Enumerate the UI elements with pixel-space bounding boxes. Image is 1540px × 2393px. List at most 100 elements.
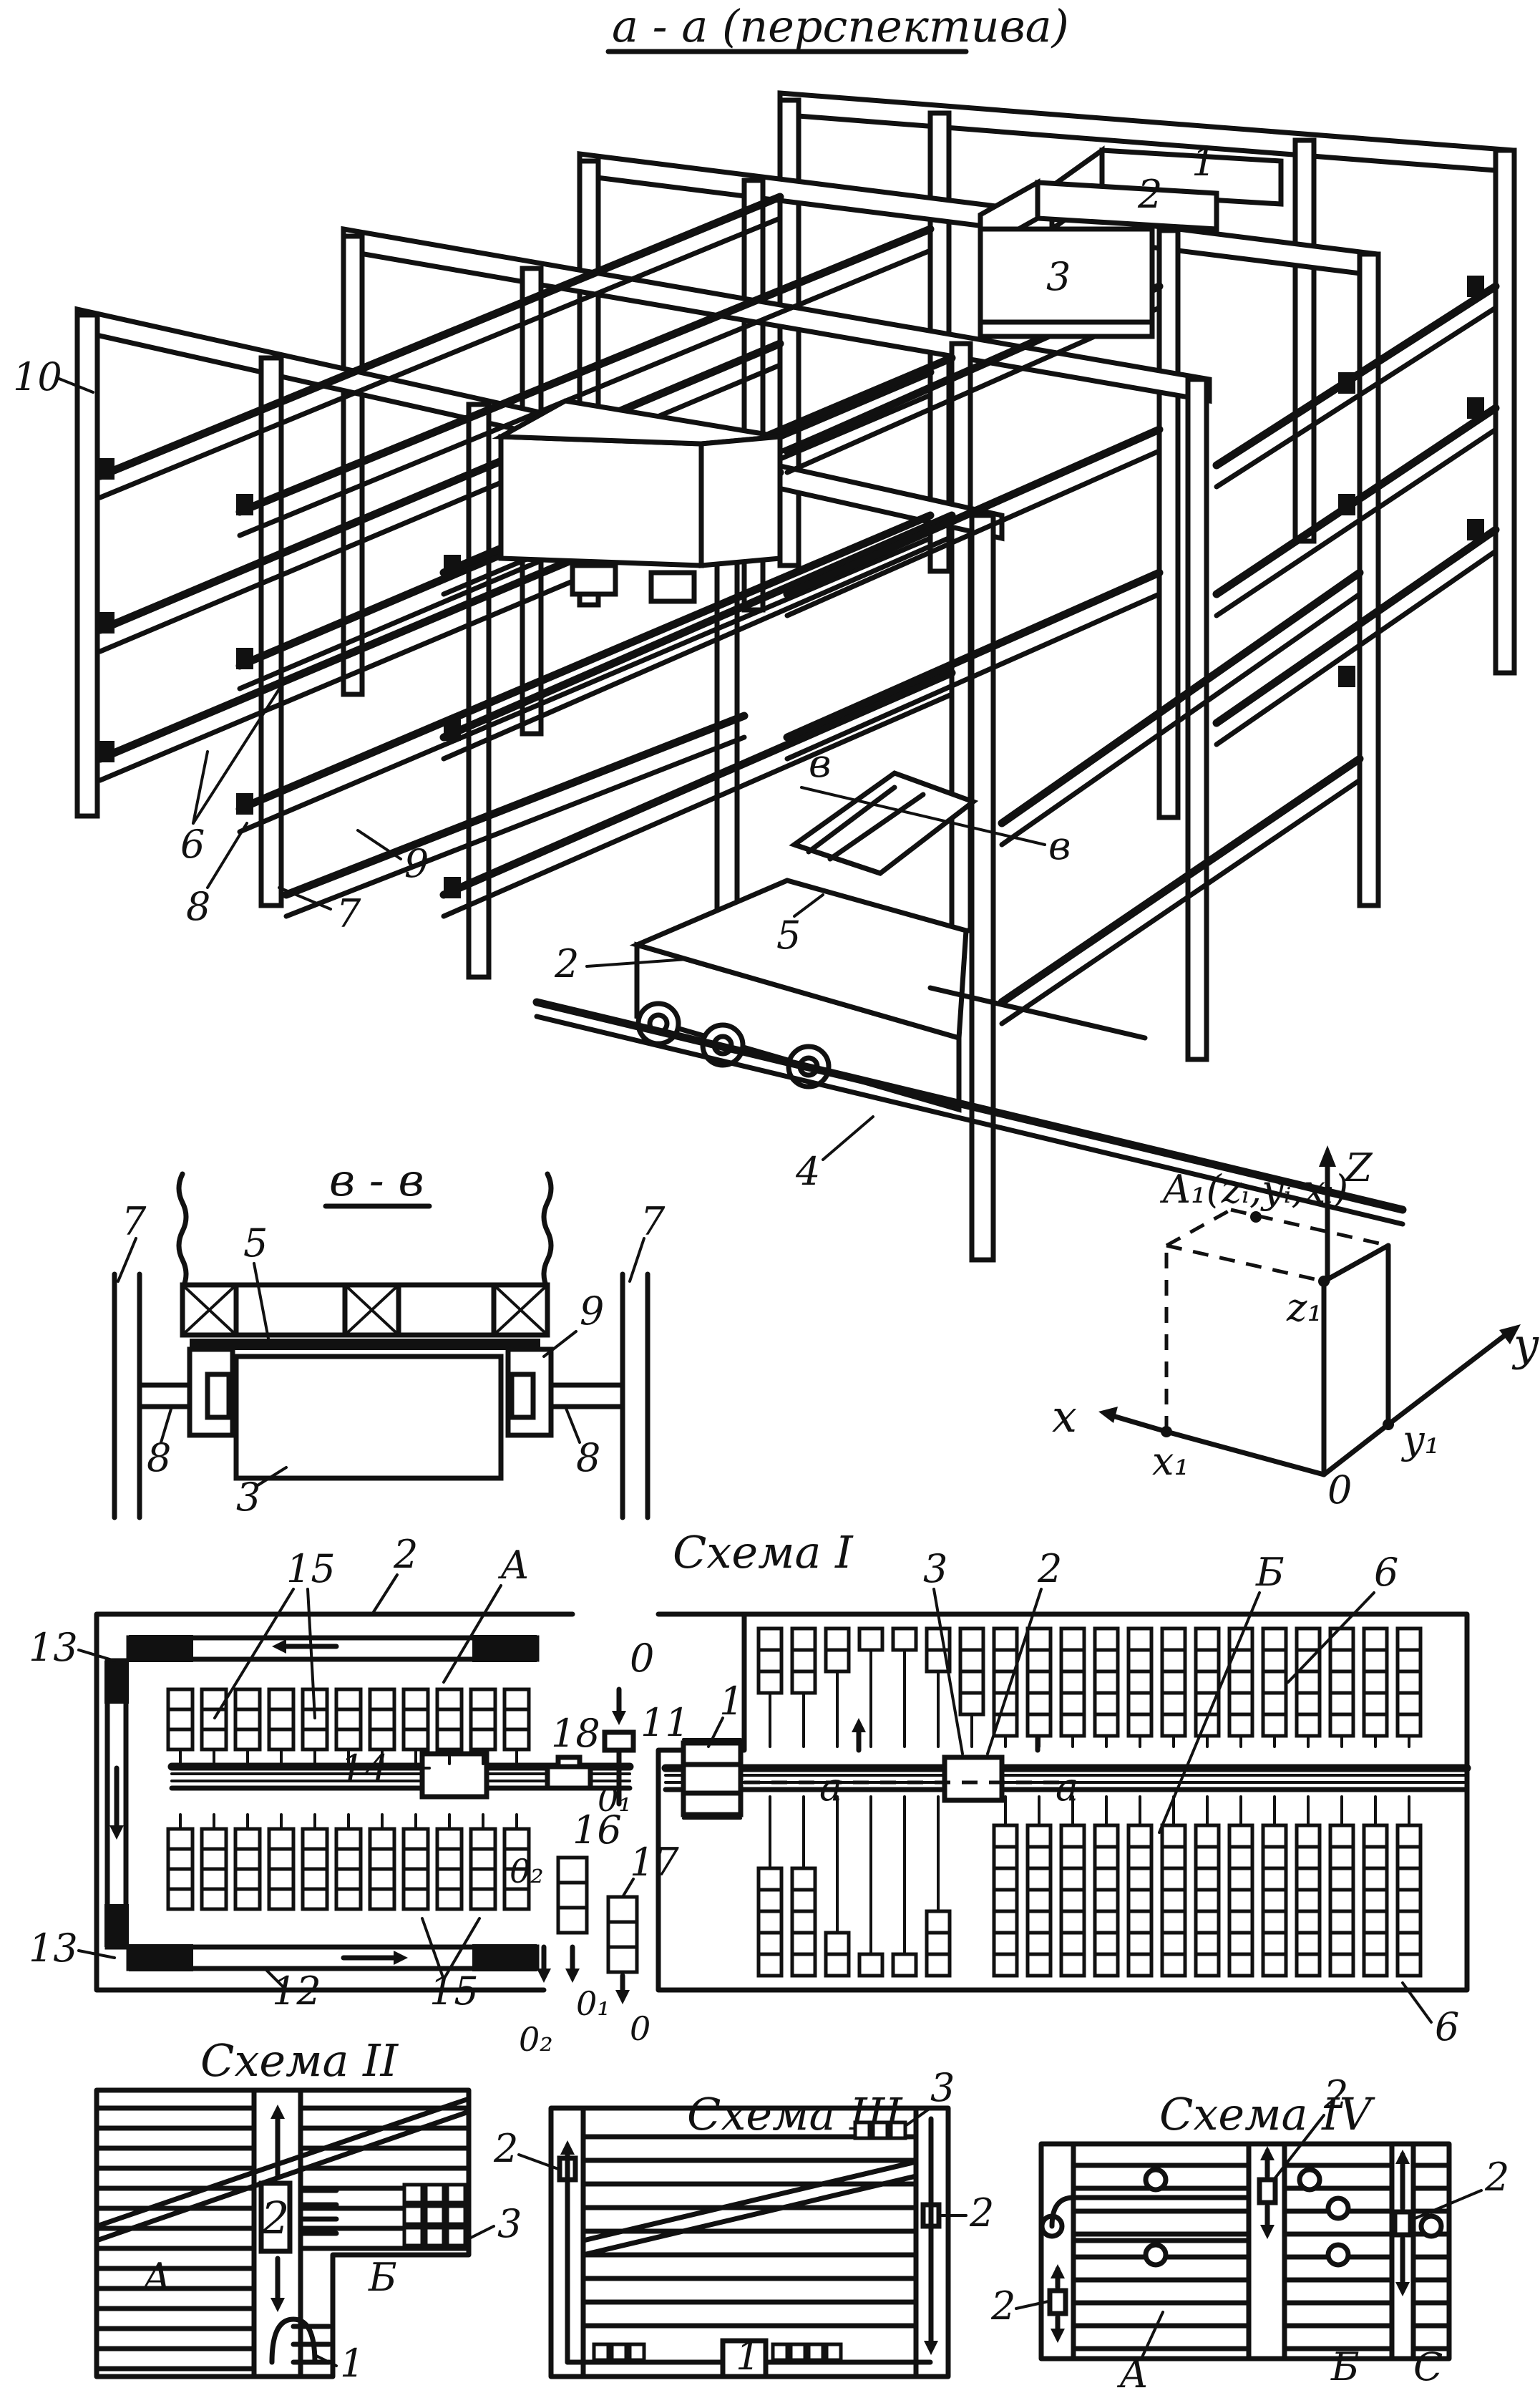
scheme-1-left	[94, 1611, 639, 2004]
coordinate-axes: A₁(zᵢ,yᵢ,xᵢ) Z y x z₁ y₁ x₁ 0	[1052, 1145, 1539, 1513]
s1-label-14: 14	[340, 1747, 389, 1792]
s3-label-3: 3	[930, 2065, 955, 2110]
cell-stack	[334, 1813, 363, 1911]
label-1: 1	[1191, 140, 1216, 185]
scheme-2-title: Схема II	[200, 2034, 399, 2087]
section-label-7-left: 7	[122, 1199, 147, 1244]
cell-stack	[992, 1795, 1019, 1978]
cell-stack	[301, 1813, 329, 1911]
s4-label-C: C	[1413, 2344, 1443, 2389]
s1-label-02-bottom: 0₂	[519, 2020, 553, 2059]
cell-stack	[1194, 1626, 1221, 1748]
cell-stack	[1362, 1795, 1389, 1978]
cell-stack	[166, 1687, 195, 1765]
s1-label-02-mid: 0₂	[510, 1852, 544, 1890]
s1-label-15-top: 15	[286, 1546, 336, 1591]
label-9: 9	[404, 841, 429, 886]
cell-stack	[756, 1626, 784, 1748]
s2-label-A: A	[140, 2255, 171, 2300]
cell-stack	[790, 1626, 817, 1748]
s2-label-B: Б	[368, 2255, 397, 2300]
axis-y-label: y	[1511, 1319, 1539, 1371]
cell-stack	[401, 1813, 430, 1911]
cell-stack	[1295, 1626, 1322, 1748]
cell-stack	[469, 1687, 497, 1765]
s1-label-2-top: 2	[393, 1532, 418, 1577]
scheme-4-title: Схема IV	[1159, 2088, 1376, 2140]
cell-stack	[267, 1687, 296, 1765]
s1-label-1: 1	[719, 1679, 744, 1724]
scheme-2-drawing	[94, 2087, 472, 2379]
s1-label-A: A	[497, 1543, 529, 1588]
scheme-1-labels: 15 2 A 13 13 0 18 11 1 14 16 0₁ 0₂ 17 12…	[29, 1532, 1459, 2059]
scheme-1-title: Схема I	[673, 1526, 854, 1578]
s1-label-13-bottom: 13	[29, 1926, 78, 1971]
s1-label-16: 16	[572, 1807, 622, 1853]
section-bb-title: в - в	[329, 1154, 424, 1206]
cell-stack	[891, 1626, 918, 1748]
cell-stack	[891, 1795, 918, 1978]
cell-stack	[368, 1813, 396, 1911]
section-label-7-right: 7	[640, 1199, 666, 1244]
cell-stack	[1160, 1795, 1187, 1978]
cell-stack	[435, 1813, 464, 1911]
load-box-mid	[492, 398, 783, 604]
cell-stack	[502, 1687, 531, 1765]
scheme-1-right-top-stacks	[756, 1626, 1423, 1748]
cell-stack	[435, 1687, 464, 1765]
label-3-top: 3	[1046, 254, 1071, 299]
cell-stack	[267, 1813, 296, 1911]
cell-stack	[1093, 1626, 1120, 1748]
label-2-cart: 2	[554, 941, 579, 986]
section-label-3: 3	[236, 1475, 260, 1520]
scheme-3-drawing	[548, 2105, 951, 2379]
scheme-1-left-bottom-stacks	[166, 1813, 531, 1911]
cell-stack	[166, 1813, 195, 1911]
cell-stack	[1059, 1795, 1086, 1978]
s1-label-13-top: 13	[29, 1625, 78, 1670]
s4-label-2-left: 2	[990, 2283, 1015, 2329]
label-8: 8	[186, 884, 210, 929]
cell-stack	[1160, 1626, 1187, 1748]
cell-stack	[1295, 1795, 1322, 1978]
cell-stack	[925, 1795, 952, 1978]
cell-stack	[1227, 1795, 1254, 1978]
axis-z-label: Z	[1344, 1145, 1373, 1190]
s3-label-1: 1	[736, 2334, 760, 2379]
scheme-1-right	[656, 1611, 1471, 1993]
cell-stack	[925, 1626, 952, 1748]
label-7: 7	[336, 891, 361, 936]
cell-stack	[992, 1626, 1019, 1748]
section-bb-labels: 7 7 5 9 8 8 3	[117, 1199, 666, 1520]
s1-label-11: 11	[640, 1700, 690, 1745]
cell-stack	[1126, 1795, 1154, 1978]
s1-label-17: 17	[630, 1840, 679, 1885]
label-2-top: 2	[1137, 172, 1162, 217]
cell-stack	[1328, 1626, 1355, 1748]
axis-x-label: x	[1052, 1390, 1077, 1442]
s4-label-B: Б	[1330, 2344, 1360, 2389]
cell-stack	[1261, 1795, 1288, 1978]
s1-label-3: 3	[923, 1546, 947, 1591]
cell-stack	[1126, 1626, 1154, 1748]
section-label-5: 5	[243, 1220, 268, 1266]
s1-label-a-right: a	[1056, 1765, 1078, 1810]
label-4: 4	[795, 1149, 820, 1194]
label-b-right: в	[1048, 823, 1071, 868]
cell-stack	[233, 1687, 262, 1765]
cell-stack	[233, 1813, 262, 1911]
s2-label-1: 1	[340, 2341, 364, 2386]
section-bb-drawing	[112, 1171, 650, 1520]
cell-stack	[1194, 1795, 1221, 1978]
cell-stack	[958, 1626, 985, 1748]
s1-label-6-top: 6	[1374, 1550, 1398, 1595]
label-10: 10	[13, 354, 62, 399]
cell-stack	[1059, 1626, 1086, 1748]
s1-label-a-left: a	[819, 1765, 842, 1810]
axis-point-label: A₁(zᵢ,yᵢ,xᵢ)	[1159, 1167, 1348, 1212]
load-box-3	[978, 226, 1155, 339]
label-b-upper: в	[809, 741, 831, 786]
label-6: 6	[180, 822, 205, 867]
cell-stack	[756, 1795, 784, 1978]
section-bb-cut	[800, 786, 1046, 846]
